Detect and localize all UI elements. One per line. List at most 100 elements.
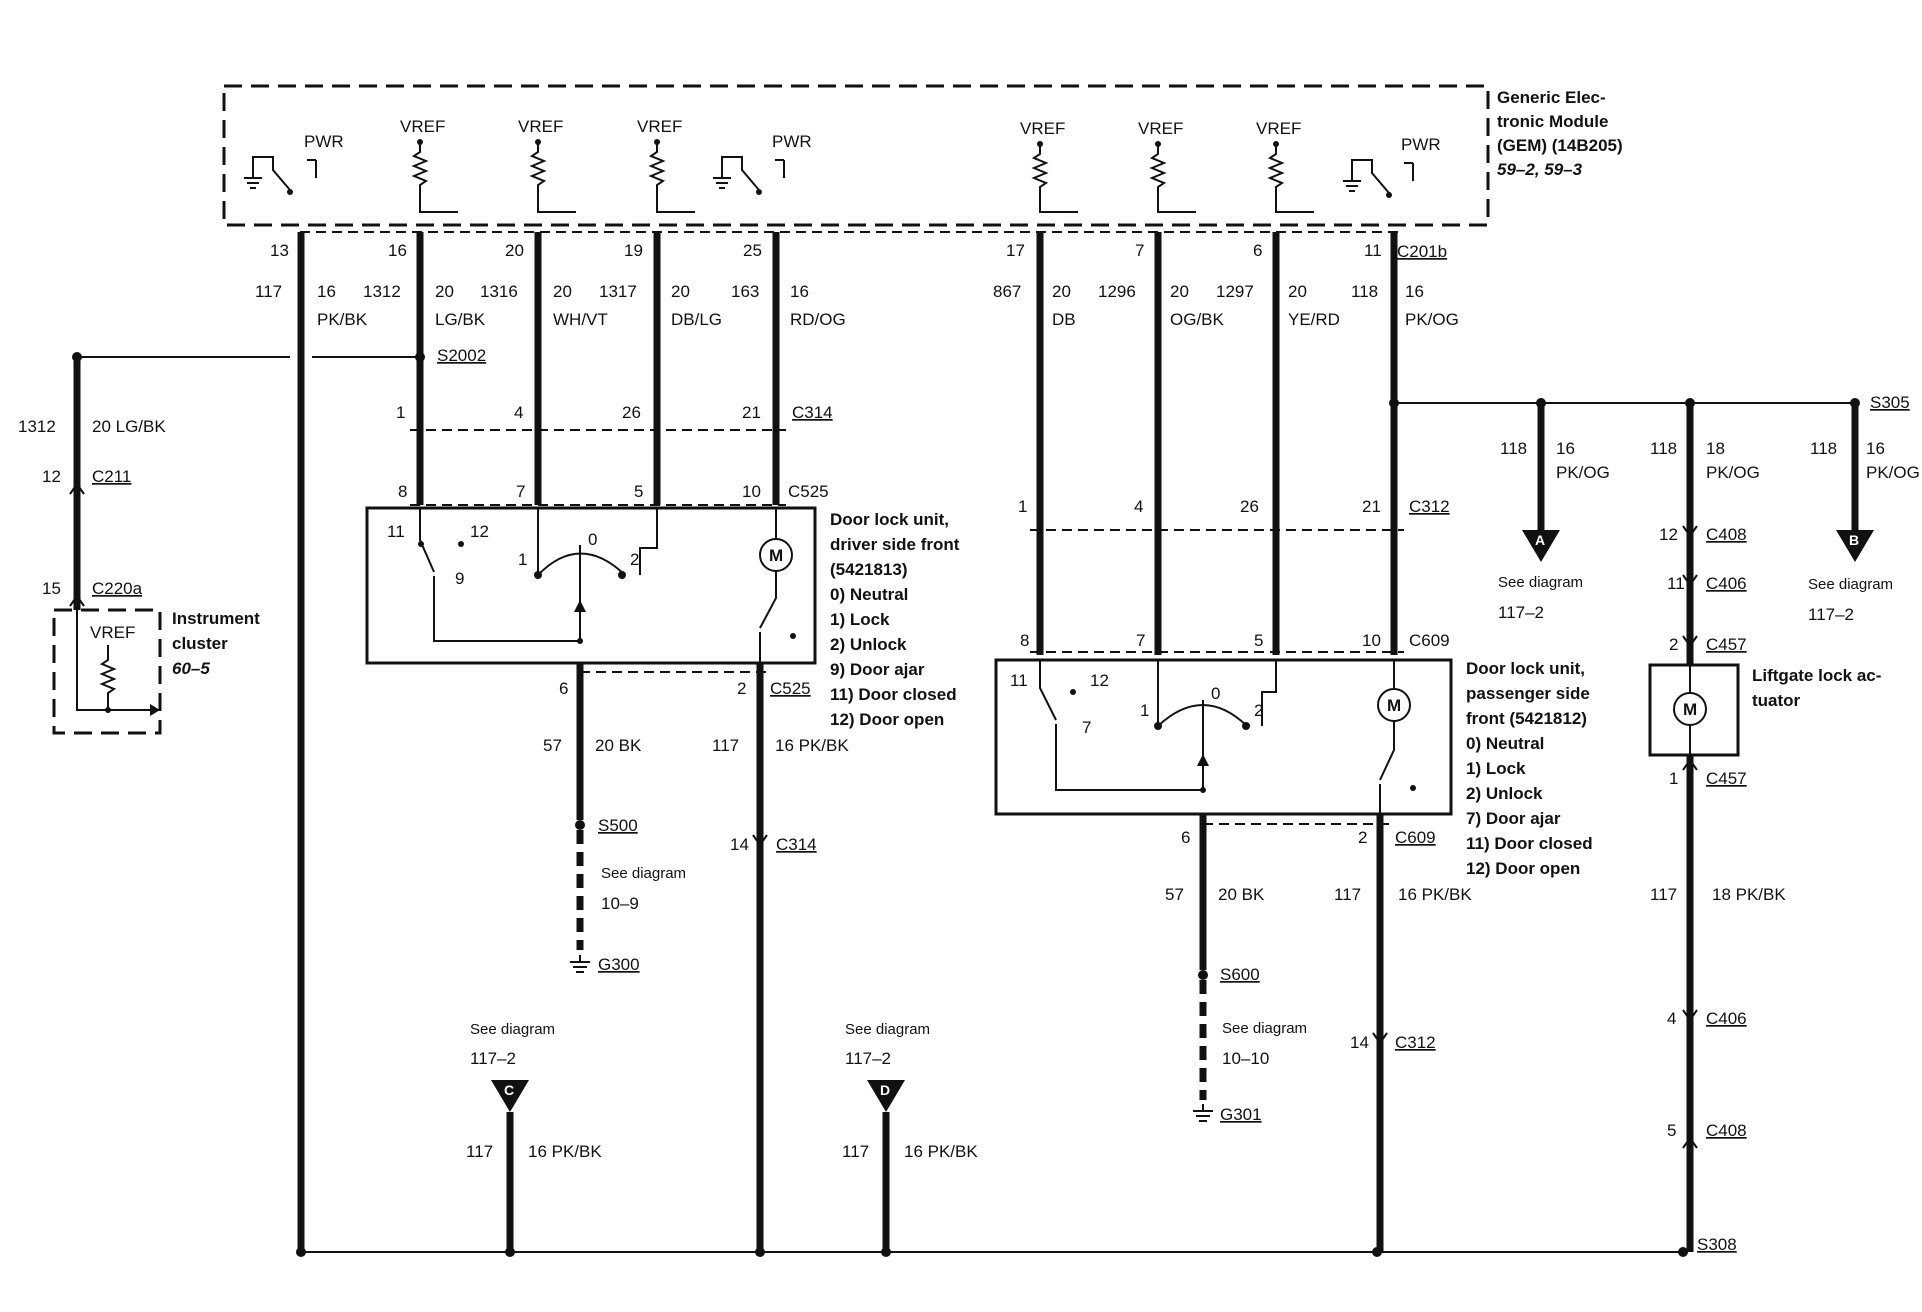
branch-a-letter: A [1535,532,1545,548]
passenger-ground-spec: 20 BK [1218,885,1265,904]
connector-c406-bottom: C406 [1706,1009,1747,1028]
branch-a-arrow-icon [1522,530,1560,562]
cluster-wire-spec: 20 LG/BK [92,417,166,436]
driver-sw-0: 0 [588,530,597,549]
c609-pin: 8 [1020,631,1029,650]
ref-d-ref: 117–2 [845,1049,891,1068]
ref-c-arrow-icon [491,1080,529,1112]
branch-b-gauge: 16 [1866,439,1885,458]
cluster-vref: VREF [90,623,135,642]
liftgate-c408-top-pin: 12 [1659,525,1678,544]
branch-b-ref: 117–2 [1808,605,1854,624]
passenger-c312: C312 [1395,1033,1436,1052]
driver-lock-title-2: driver side front [830,535,960,554]
passenger-door-lock-unit: 11 12 7 1 0 2 M Door lock unit, passenge… [994,658,1593,1252]
passenger-legend-2: 2) Unlock [1466,784,1543,803]
driver-ground-circuit: 57 [543,736,562,755]
c211-pin: 12 [42,467,61,486]
vref-label: VREF [1020,119,1065,138]
bottom-refs: See diagram 117–2 C 117 16 PK/BK See dia… [466,1021,978,1252]
wire-gauge: 20 [1052,282,1071,301]
circuit-number: 1317 [599,282,637,301]
liftgate-c457-top-pin: 2 [1669,635,1678,654]
c220a-pin: 15 [42,579,61,598]
wire-color: DB [1052,310,1076,329]
gem-title-3: (GEM) (14B205) [1497,136,1623,155]
instrument-cluster-outline [52,608,162,735]
wire-gauge: 20 [671,282,690,301]
driver-legend-9: 9) Door ajar [830,660,925,679]
branch-mid-color: PK/OG [1706,463,1760,482]
connector-c406-top: C406 [1706,574,1747,593]
c525-pin: 10 [742,482,761,501]
ref-d-see: See diagram [845,1021,930,1038]
pin-number: 17 [1006,241,1025,260]
driver-ground-spec: 20 BK [595,736,642,755]
pin-number: 25 [743,241,762,260]
branch-b-circuit: 118 [1810,439,1837,458]
ref-d-arrow-icon [867,1080,905,1112]
driver-c525-bottom: C525 [770,679,811,698]
liftgate-section: 12 C408 11 C406 2 C457 M Liftgate lock a… [1648,525,1881,1252]
wire-color: WH/VT [553,310,608,329]
branch-a-ref: 117–2 [1498,603,1544,622]
pin-number: 6 [1253,241,1262,260]
branch-b-see: See diagram [1808,576,1893,593]
wire-gauge: 20 [435,282,454,301]
pwr-label: PWR [1401,135,1441,154]
wire-gauge: 20 [553,282,572,301]
wire-gauge: 16 [317,282,336,301]
wire-gauge: 20 [1288,282,1307,301]
liftgate-actuator-outline [1648,663,1740,757]
instrument-cluster-section: S2002 1312 20 LG/BK 12 C211 15 C220a VRE… [18,346,486,735]
vref-label: VREF [1138,119,1183,138]
wire-color: OG/BK [1170,310,1225,329]
c312-pin: 4 [1134,497,1143,516]
gem-module: Generic Elec- tronic Module (GEM) (14B20… [222,84,1623,261]
passenger-legend-7: 7) Door ajar [1466,809,1561,828]
branch-mid-gauge: 18 [1706,439,1725,458]
branch-a-gauge: 16 [1556,439,1575,458]
ref-c-letter: C [504,1082,514,1098]
connector-c457-top: C457 [1706,635,1747,654]
circuit-number: 1296 [1098,282,1136,301]
passenger-c312-pin: 14 [1350,1033,1369,1052]
passenger-legend-0: 0) Neutral [1466,734,1544,753]
vref-resistor-20: VREF [518,117,576,213]
pin-number: 13 [270,241,289,260]
c312-pin: 1 [1018,497,1027,516]
pin-number: 20 [505,241,524,260]
driver-connectors: 1 4 26 21 C314 8 7 5 10 C525 [396,403,833,506]
passenger-sw-7: 7 [1082,718,1091,737]
connector-c408-top: C408 [1706,525,1747,544]
circuit-number: 118 [1351,282,1378,301]
ref-d-spec: 16 PK/BK [904,1142,978,1161]
pwr-label: PWR [304,132,344,151]
wire-gauge: 16 [1405,282,1424,301]
ref-d-circuit: 117 [842,1142,869,1161]
driver-c314: C314 [776,835,817,854]
branch-mid-circuit: 118 [1650,439,1677,458]
branch-b-color: PK/OG [1866,463,1920,482]
c609-pin: 5 [1254,631,1263,650]
liftgate-title-1: Liftgate lock ac- [1752,666,1881,685]
c314-pin: 4 [514,403,523,422]
vref-label: VREF [518,117,563,136]
ref-d-letter: D [880,1082,890,1098]
c525-pin: 5 [634,482,643,501]
passenger-ground-circuit: 57 [1165,885,1184,904]
liftgate-title-2: tuator [1752,691,1801,710]
pin-number: 7 [1135,241,1144,260]
driver-right-circuit: 117 [712,736,739,755]
passenger-legend-11: 11) Door closed [1466,834,1593,853]
vref-resistor-17: VREF [1020,119,1078,213]
ref-c-circuit: 117 [466,1142,493,1161]
pwr-switch-1: PWR [244,132,344,195]
passenger-sw-12: 12 [1090,671,1109,690]
connector-c211: C211 [92,467,131,486]
gem-refs: 59–2, 59–3 [1497,160,1583,179]
ground-g301: G301 [1220,1105,1262,1124]
passenger-lock-title-2: passenger side [1466,684,1590,703]
driver-sw-12: 12 [470,522,489,541]
passenger-lock-title-3: front (5421812) [1466,709,1587,728]
